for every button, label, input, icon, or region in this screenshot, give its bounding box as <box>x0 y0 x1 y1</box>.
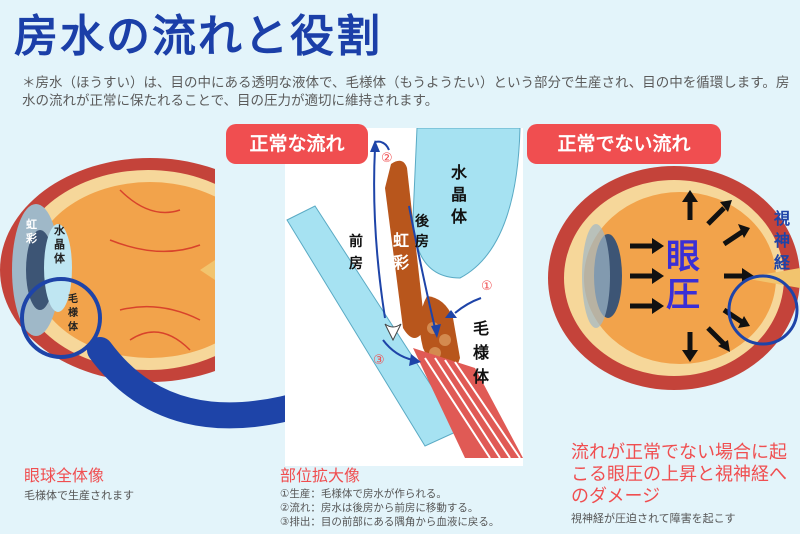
eye-pressure-label-1: 眼 <box>666 237 700 277</box>
optic-label-1: 視 <box>773 209 790 228</box>
iris-label-mid-1: 虹 <box>393 231 409 250</box>
ciliary-label-mid-3: 体 <box>473 367 490 386</box>
ciliary-label-left-3: 体 <box>68 320 79 333</box>
lens-label-mid-1: 水 <box>451 163 468 182</box>
anterior-label-1: 前 <box>349 233 363 250</box>
lens-label-left-3: 体 <box>54 251 66 265</box>
blood-vessels <box>109 189 201 351</box>
posterior-label-1: 後 <box>415 213 430 230</box>
flow-arrow-down <box>408 205 436 329</box>
muscle-stripes <box>424 357 521 459</box>
optic-nerve-circle <box>727 274 799 346</box>
step-flow: ②流れ：房水は後房から前房に移動する。 <box>280 502 479 514</box>
enlarged-illustration: 水 晶 体 虹 彩 後 房 前 房 毛 様 体 ① ② ③ <box>285 128 523 466</box>
description-text: ＊房水（ほうすい）は、目の中にある透明な液体で、毛様体（もうようたい）という部分… <box>22 75 790 109</box>
step-production: ①生産：毛様体で房水が作られる。 <box>280 488 447 500</box>
anterior-label-2: 房 <box>349 255 363 272</box>
lens-label-mid-3: 体 <box>451 207 468 226</box>
flow-arrow-drain <box>382 339 414 361</box>
optic-label-3: 経 <box>774 253 791 272</box>
ciliary-label-left-2: 様 <box>68 306 79 319</box>
flow-arrow-production <box>454 297 482 314</box>
zoom-circle-left <box>20 277 102 359</box>
eyeball-interior <box>32 182 215 358</box>
num1-label: ① <box>481 279 493 294</box>
caption-abnormal: 流れが正常でない場合に起こる眼圧の上昇と視神経へのダメージ <box>571 442 787 507</box>
lens-shape <box>44 224 72 312</box>
whole-eye-illustration: 虹 彩 水 晶 体 毛 様 体 <box>0 158 215 382</box>
posterior-label-2: 房 <box>415 233 429 250</box>
caption-abnormal-sub: 視神経が圧迫されて障害を起こす <box>571 512 736 525</box>
caption-whole-eye: 眼球全体像 <box>24 466 105 485</box>
eyeball-interior-right <box>584 192 776 364</box>
normal-flow-badge: 正常な流れ <box>226 124 368 164</box>
lens-label-left-2: 晶 <box>54 238 65 251</box>
iris-label-left-2: 彩 <box>25 231 37 245</box>
eye-pressure-label-2: 圧 <box>666 275 700 315</box>
optic-label-2: 神 <box>774 231 790 250</box>
iris-label-left-1: 虹 <box>26 217 37 231</box>
abnormal-flow-badge: 正常でない流れ <box>527 124 721 164</box>
zoom-arrow-body <box>87 337 323 429</box>
iris-section <box>385 160 425 338</box>
angle-drain <box>384 323 402 342</box>
caption-enlarged: 部位拡大像 <box>280 466 361 485</box>
abnormal-eye-illustration: 眼 圧 視 神 経 <box>548 166 800 390</box>
step-drain: ③排出：目の前部にある隅角から血液に戻る。 <box>280 516 500 528</box>
lens-label-mid-2: 晶 <box>451 185 467 204</box>
pressure-arrows <box>630 200 744 352</box>
caption-whole-eye-sub: 毛様体で生産されます <box>24 489 134 502</box>
ciliary-label-mid-2: 様 <box>473 343 490 362</box>
ciliary-muscle <box>413 348 523 458</box>
lens-label-left-1: 水 <box>54 223 66 237</box>
cornea-right <box>582 224 610 328</box>
ciliary-label-mid-1: 毛 <box>473 319 489 338</box>
num3-label: ③ <box>373 353 385 368</box>
iris-label-mid-2: 彩 <box>392 253 409 272</box>
flow-arrow-up <box>373 147 386 319</box>
page-title: 房水の流れと役割 <box>14 11 382 62</box>
num2-label: ② <box>381 151 393 166</box>
ciliary-label-left-1: 毛 <box>68 292 78 305</box>
